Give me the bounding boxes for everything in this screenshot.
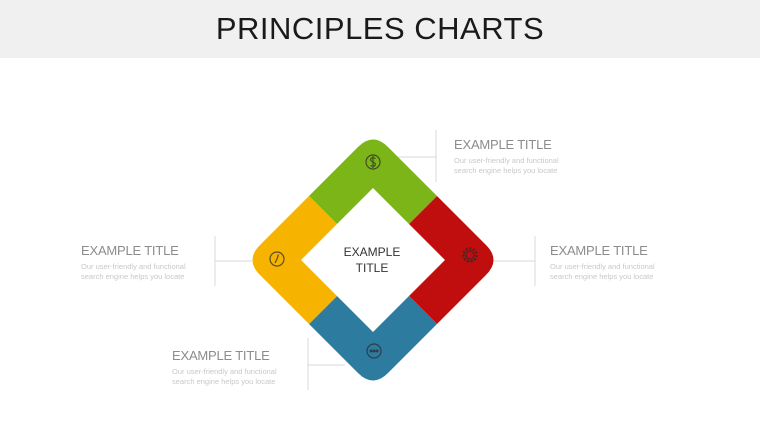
center-label-line2: TITLE — [355, 261, 389, 275]
segment-top — [309, 139, 437, 224]
callout-top: EXAMPLE TITLE Our user-friendly and func… — [454, 137, 579, 176]
callout-title: EXAMPLE TITLE — [454, 137, 552, 152]
callout-text: Our user-friendly and functional search … — [550, 262, 655, 281]
callout-title: EXAMPLE TITLE — [172, 348, 270, 363]
callout-left: EXAMPLE TITLE Our user-friendly and func… — [81, 243, 206, 282]
chat-icon — [366, 343, 382, 359]
segment-left — [252, 196, 337, 324]
clock-icon — [269, 251, 285, 267]
gear-icon — [462, 247, 478, 263]
callout-title: EXAMPLE TITLE — [81, 243, 179, 258]
page-title: PRINCIPLES CHARTS — [215, 11, 545, 46]
callout-bottom: EXAMPLE TITLE Our user-friendly and func… — [172, 348, 297, 387]
callout-text: Our user-friendly and functional search … — [454, 156, 559, 175]
segment-right — [409, 196, 494, 324]
dollar-icon — [365, 154, 381, 170]
segment-bottom — [309, 296, 437, 381]
callout-title: EXAMPLE TITLE — [550, 243, 648, 258]
title-bar — [0, 0, 760, 58]
callout-text: Our user-friendly and functional search … — [81, 262, 186, 281]
center-label-line1: EXAMPLE — [343, 245, 401, 259]
connector-lines — [214, 130, 536, 390]
callout-text: Our user-friendly and functional search … — [172, 367, 277, 386]
center-diamond — [311, 198, 435, 322]
callout-right: EXAMPLE TITLE Our user-friendly and func… — [550, 243, 675, 282]
center-label: EXAMPLE TITLE — [322, 244, 422, 276]
